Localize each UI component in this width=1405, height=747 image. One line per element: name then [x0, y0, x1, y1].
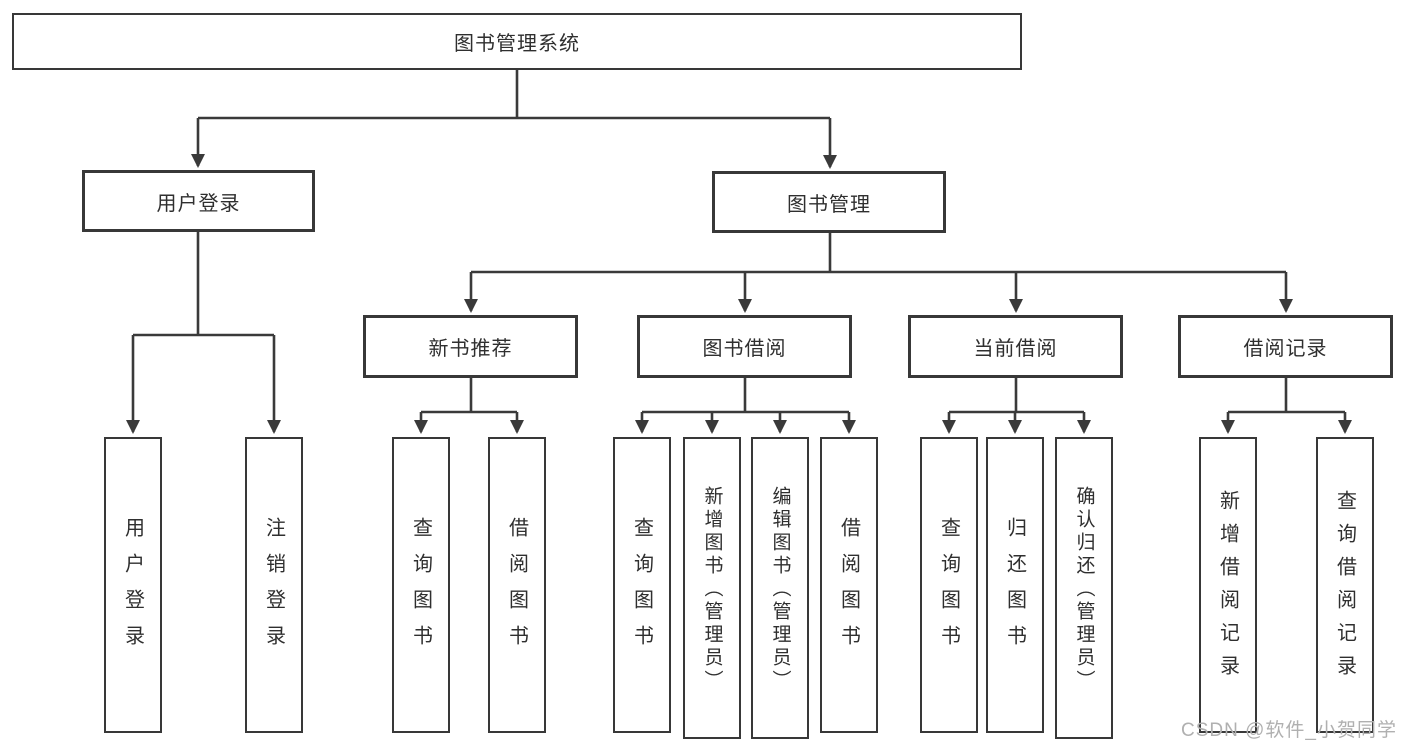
- leaf-user-login: 用户登录: [104, 437, 162, 733]
- leaf-return-books: 归还图书: [986, 437, 1044, 733]
- leaf-borrow-books-1: 借阅图书: [488, 437, 546, 733]
- leaf-borrow-books-2: 借阅图书: [820, 437, 878, 733]
- node-book-management: 图书管理: [712, 171, 946, 233]
- connector-root-to-level2: [190, 70, 838, 169]
- csdn-watermark: CSDN @软件_小贺同学: [1181, 720, 1397, 741]
- node-user-login: 用户登录: [82, 170, 315, 232]
- connector-book-borrow-to-leaves: [634, 378, 857, 434]
- connector-borrow-record-to-leaves: [1220, 378, 1353, 434]
- leaf-confirm-return-admin: 确认归还（管理员）: [1055, 437, 1113, 739]
- leaf-query-books-2: 查询图书: [613, 437, 671, 733]
- node-new-book-recommend: 新书推荐: [363, 315, 578, 378]
- leaf-add-borrow-record: 新增借阅记录: [1199, 437, 1257, 733]
- connector-new-book-to-leaves: [413, 378, 525, 434]
- leaf-query-borrow-record: 查询借阅记录: [1316, 437, 1374, 733]
- leaf-add-book-admin: 新增图书（管理员）: [683, 437, 741, 739]
- leaf-logout: 注销登录: [245, 437, 303, 733]
- connector-current-borrow-to-leaves: [941, 378, 1092, 434]
- leaf-edit-book-admin: 编辑图书（管理员）: [751, 437, 809, 739]
- connector-book-mgmt-to-level3: [463, 233, 1294, 313]
- node-current-borrowing: 当前借阅: [908, 315, 1123, 378]
- connector-user-login-to-leaves: [125, 232, 282, 434]
- node-borrowing-records: 借阅记录: [1178, 315, 1393, 378]
- leaf-query-books-1: 查询图书: [392, 437, 450, 733]
- node-book-borrowing: 图书借阅: [637, 315, 852, 378]
- node-system-root: 图书管理系统: [12, 13, 1022, 70]
- leaf-query-books-3: 查询图书: [920, 437, 978, 733]
